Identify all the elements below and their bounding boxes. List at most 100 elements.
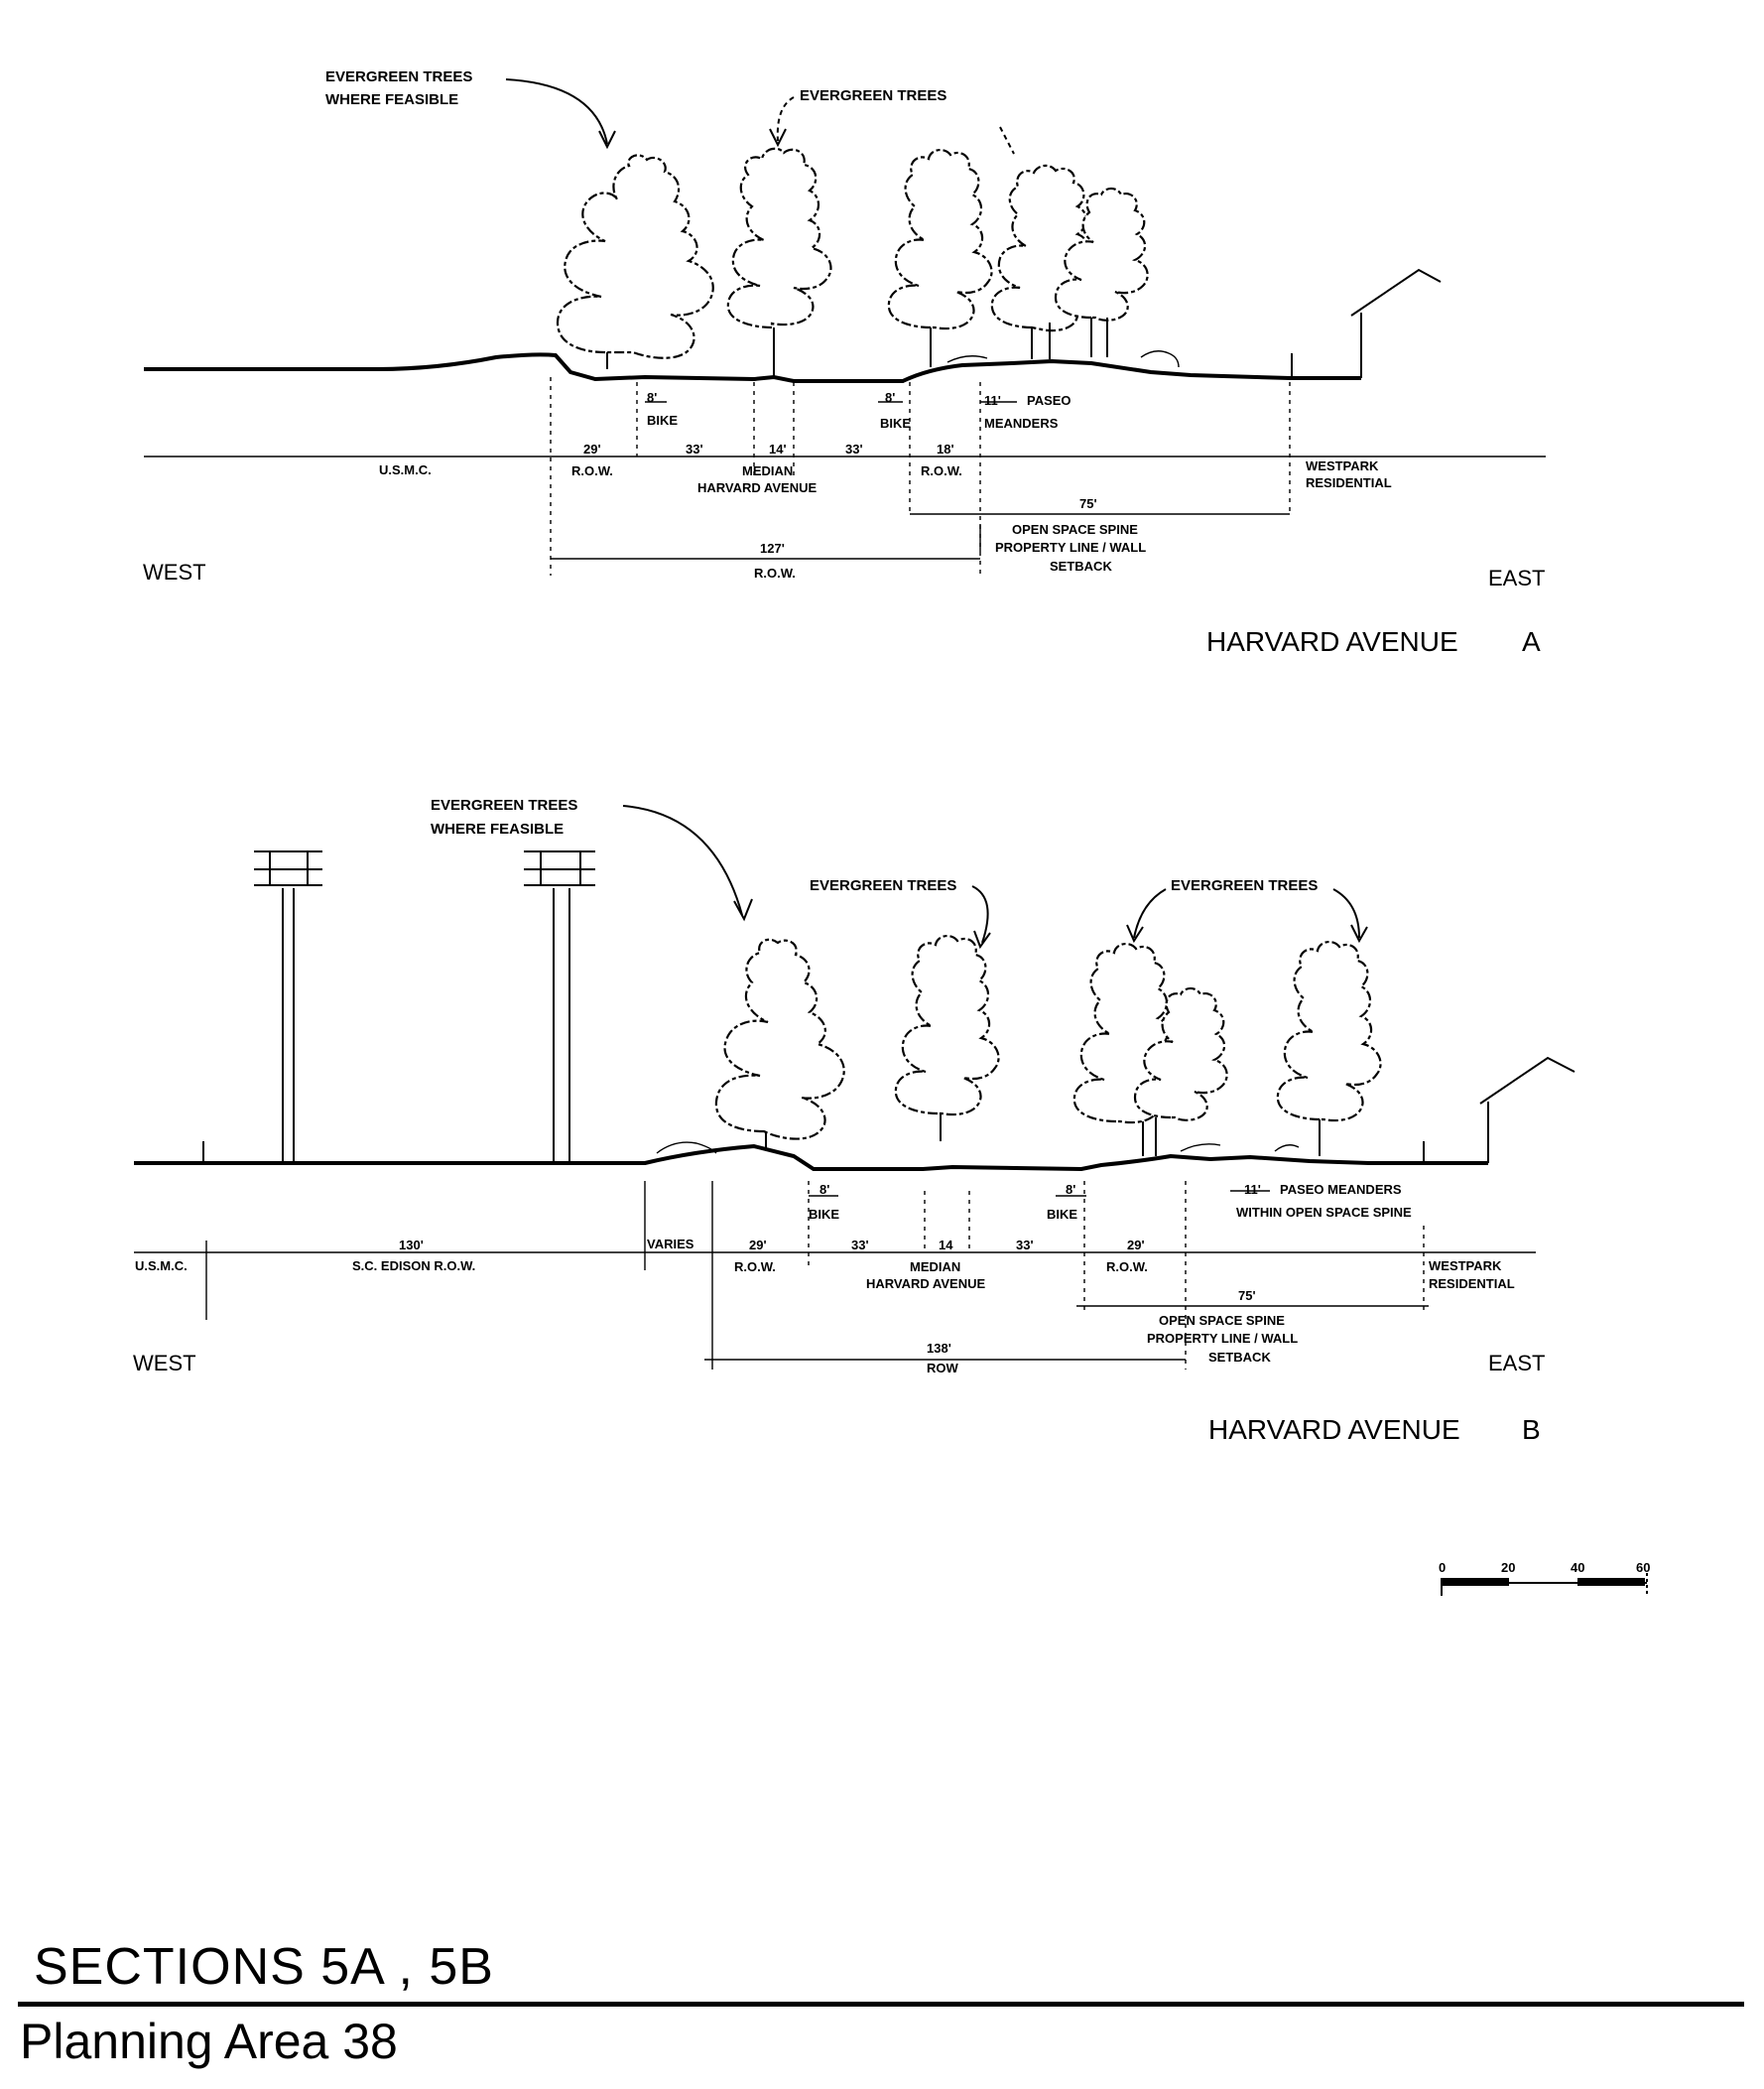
section-b-row-w: R.O.W. bbox=[734, 1259, 776, 1274]
section-b-edison-dim: 130' bbox=[399, 1238, 424, 1252]
section-a-spine-3: SETBACK bbox=[1050, 559, 1112, 574]
section-a-residential: RESIDENTIAL bbox=[1306, 475, 1392, 490]
section-a-callout-feasible-2: WHERE FEASIBLE bbox=[325, 91, 458, 108]
section-a-row-w: R.O.W. bbox=[571, 463, 613, 478]
section-b-title: HARVARD AVENUE bbox=[1208, 1414, 1460, 1445]
section-a-callout-feasible-1: EVERGREEN TREES bbox=[325, 68, 472, 85]
section-b-shrub-icon bbox=[656, 1141, 717, 1154]
section-a-bike-e-dim: 8' bbox=[885, 390, 895, 405]
section-a-house-icon bbox=[1350, 268, 1442, 378]
section-a-bike-w: BIKE bbox=[647, 413, 678, 428]
section-b-spine-dim: 75' bbox=[1238, 1288, 1256, 1303]
section-b-callout-arrow-2 bbox=[971, 885, 989, 944]
section-b-spine-1: OPEN SPACE SPINE bbox=[1159, 1313, 1285, 1328]
section-b-usmc: U.S.M.C. bbox=[135, 1258, 188, 1273]
section-b-callout-trees-2: EVERGREEN TREES bbox=[1171, 877, 1318, 894]
section-b-edison: S.C. EDISON R.O.W. bbox=[352, 1258, 475, 1273]
section-a-median: MEDIAN bbox=[742, 463, 793, 478]
section-b-row-e: R.O.W. bbox=[1106, 1259, 1148, 1274]
section-b-ground bbox=[134, 1143, 1488, 1172]
section-b-spine-2: PROPERTY LINE / WALL bbox=[1147, 1331, 1298, 1346]
section-b-varies: VARIES bbox=[647, 1237, 694, 1251]
section-a: EVERGREEN TREES WHERE FEASIBLE EVERGREEN… bbox=[143, 68, 1546, 657]
section-a-ground bbox=[144, 352, 1361, 383]
scale-tick-60: 60 bbox=[1636, 1560, 1650, 1575]
scale-tick-20: 20 bbox=[1501, 1560, 1515, 1575]
footer-rule bbox=[18, 2002, 1744, 2007]
section-a-row-w-dim: 29' bbox=[583, 442, 601, 457]
section-a-paseo: PASEO bbox=[1027, 393, 1071, 408]
section-b-callout-arrow-1 bbox=[622, 805, 743, 916]
section-b-power-pole-1-icon bbox=[254, 850, 322, 1163]
section-a-tree-2-icon bbox=[726, 147, 832, 377]
section-b-tree-2-icon bbox=[894, 935, 1000, 1141]
section-b-house-icon bbox=[1479, 1056, 1575, 1163]
section-b-letter: B bbox=[1522, 1414, 1541, 1445]
section-a-callout-trees: EVERGREEN TREES bbox=[800, 87, 946, 104]
section-b-spine-3: SETBACK bbox=[1208, 1350, 1271, 1365]
section-b-bike-e: BIKE bbox=[1047, 1207, 1077, 1222]
section-a-tree-3-icon bbox=[887, 149, 993, 367]
section-a-callout-arrow-2 bbox=[776, 96, 795, 142]
section-b-avenue: HARVARD AVENUE bbox=[866, 1276, 985, 1291]
section-a-median-dim: 14' bbox=[769, 442, 787, 457]
section-b-tree-3-icon bbox=[1072, 943, 1228, 1156]
section-b-tree-1-icon bbox=[714, 938, 845, 1149]
section-b-callout-feasible-2: WHERE FEASIBLE bbox=[431, 821, 564, 838]
section-b-callout-arrow-3 bbox=[1133, 888, 1167, 939]
section-a-spine-2: PROPERTY LINE / WALL bbox=[995, 540, 1146, 555]
section-b-bike-e-dim: 8' bbox=[1066, 1182, 1075, 1197]
section-a-bike-e: BIKE bbox=[880, 416, 911, 431]
scale-tick-0: 0 bbox=[1439, 1560, 1446, 1575]
section-a-tree-cluster-icon bbox=[946, 164, 1180, 368]
section-b-bike-w-dim: 8' bbox=[819, 1182, 829, 1197]
section-b-lanes-w-dim: 33' bbox=[851, 1238, 869, 1252]
section-b-paseo-2: WITHIN OPEN SPACE SPINE bbox=[1236, 1205, 1412, 1220]
section-b-callout-feasible-1: EVERGREEN TREES bbox=[431, 797, 577, 814]
section-a-letter: A bbox=[1522, 626, 1541, 657]
section-a-spine-dim: 75' bbox=[1079, 496, 1097, 511]
section-a-meanders: MEANDERS bbox=[984, 416, 1059, 431]
section-a-avenue: HARVARD AVENUE bbox=[697, 480, 817, 495]
footer-subtitle: Planning Area 38 bbox=[20, 2014, 398, 2069]
section-a-paseo-dim: 11' bbox=[984, 393, 1001, 408]
section-b-callout-trees-1: EVERGREEN TREES bbox=[810, 877, 956, 894]
section-a-lanes-w-dim: 33' bbox=[686, 442, 703, 457]
section-b-bike-w: BIKE bbox=[809, 1207, 839, 1222]
section-a-westpark: WESTPARK bbox=[1306, 458, 1379, 473]
scale-bar: 0 20 40 60 bbox=[1439, 1560, 1650, 1596]
section-b-west: WEST bbox=[133, 1351, 196, 1375]
section-b-row-e-dim: 29' bbox=[1127, 1238, 1145, 1252]
section-a-total-row: R.O.W. bbox=[754, 566, 796, 581]
footer-title: SECTIONS 5A , 5B bbox=[34, 1938, 494, 1996]
section-a-spine-1: OPEN SPACE SPINE bbox=[1012, 522, 1138, 537]
scale-tick-40: 40 bbox=[1571, 1560, 1584, 1575]
section-b-callout-arrow-4 bbox=[1332, 888, 1360, 939]
section-b-paseo-dim: 11' bbox=[1244, 1182, 1261, 1197]
section-b-row-w-dim: 29' bbox=[749, 1238, 767, 1252]
section-b-median: MEDIAN bbox=[910, 1259, 960, 1274]
section-b-westpark: WESTPARK bbox=[1429, 1258, 1502, 1273]
section-a-title: HARVARD AVENUE bbox=[1206, 626, 1458, 657]
section-b-lanes-e-dim: 33' bbox=[1016, 1238, 1034, 1252]
section-b-median-dim: 14 bbox=[939, 1238, 953, 1252]
section-a-row-e-dim: 18' bbox=[937, 442, 954, 457]
section-b-total-dim: 138' bbox=[927, 1341, 951, 1356]
section-a-callout-arrow-1 bbox=[505, 78, 608, 145]
section-a-tree-1-icon bbox=[556, 154, 714, 369]
section-b-tree-4-icon bbox=[1276, 941, 1382, 1156]
section-a-bike-w-dim: 8' bbox=[647, 390, 657, 405]
section-b-total-row: ROW bbox=[927, 1361, 959, 1375]
section-b-east: EAST bbox=[1488, 1351, 1545, 1375]
section-b-residential: RESIDENTIAL bbox=[1429, 1276, 1515, 1291]
section-a-west: WEST bbox=[143, 560, 206, 585]
section-a-east: EAST bbox=[1488, 566, 1545, 590]
section-b-paseo: PASEO MEANDERS bbox=[1280, 1182, 1402, 1197]
section-a-total-dim: 127' bbox=[760, 541, 785, 556]
section-a-row-e: R.O.W. bbox=[921, 463, 962, 478]
section-a-usmc: U.S.M.C. bbox=[379, 462, 432, 477]
section-a-lanes-e-dim: 33' bbox=[845, 442, 863, 457]
section-b-power-pole-2-icon bbox=[524, 850, 595, 1163]
section-b: EVERGREEN TREES WHERE FEASIBLE EVERGREEN… bbox=[133, 797, 1575, 1445]
